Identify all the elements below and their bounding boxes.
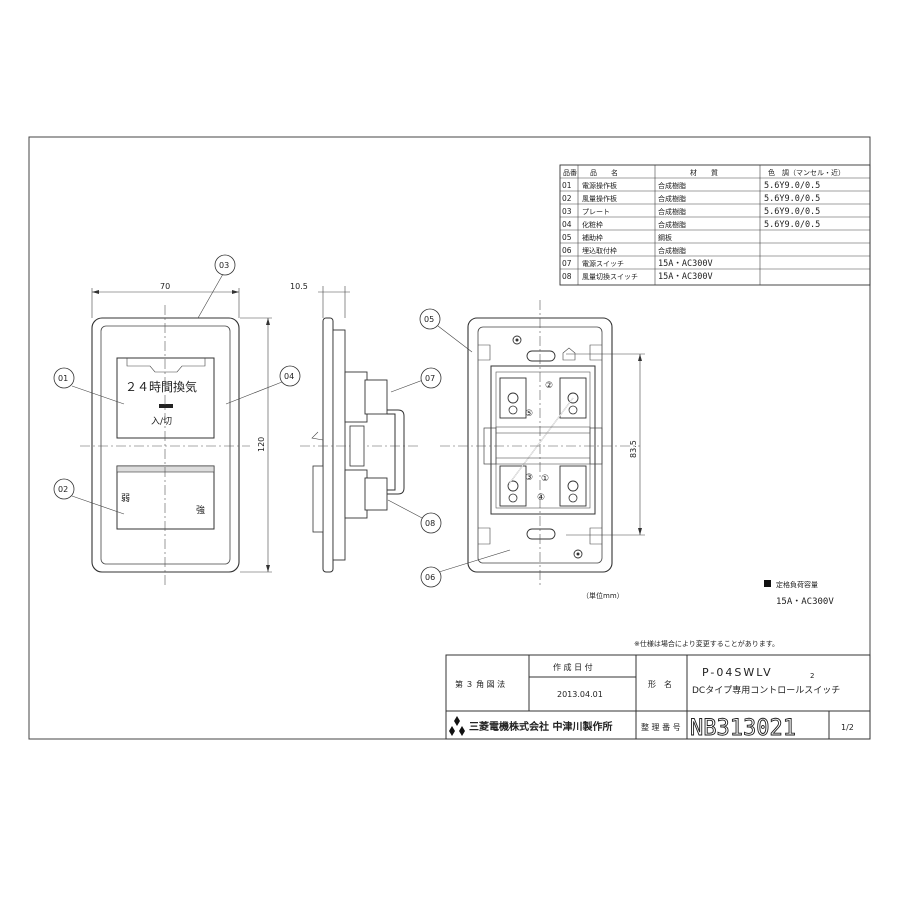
callout-06: 06 bbox=[425, 573, 435, 582]
callout-04: 04 bbox=[284, 372, 294, 381]
row-name: 補助枠 bbox=[582, 233, 603, 242]
terminal-4: ④ bbox=[537, 493, 545, 503]
switch-24h-label: ２４時間換気 bbox=[125, 379, 197, 394]
product-description: DCタイプ専用コントロールスイッチ bbox=[692, 684, 840, 696]
callout-07: 07 bbox=[425, 374, 435, 383]
callout-08: 08 bbox=[425, 519, 435, 528]
rating-title: 定格負荷容量 bbox=[776, 580, 818, 589]
row-name: 化粧枠 bbox=[582, 220, 603, 229]
model-label: 形 名 bbox=[648, 679, 672, 689]
row-material: 合成樹脂 bbox=[658, 220, 686, 229]
dim-depth: 10.5 bbox=[290, 282, 308, 291]
row-material: 15A・AC300V bbox=[658, 259, 713, 269]
row-color: 5.6Y9.0/0.5 bbox=[764, 220, 820, 230]
terminal-1: ① bbox=[541, 474, 549, 484]
switch-low-label: 弱 bbox=[121, 493, 130, 504]
header-no: 品番 bbox=[563, 169, 577, 177]
header-material: 材 質 bbox=[690, 168, 718, 177]
side-view: 10.5 bbox=[290, 282, 420, 573]
terminal-3: ③ bbox=[525, 473, 533, 483]
number-label: 整 理 番 号 bbox=[641, 722, 681, 732]
dim-width: 70 bbox=[160, 282, 170, 291]
projection-method: 第 ３ 角 図 法 bbox=[455, 679, 505, 689]
indicator-lamp bbox=[159, 404, 173, 408]
page-number: 1/2 bbox=[841, 723, 854, 732]
row-material: 合成樹脂 bbox=[658, 246, 686, 255]
row-name: 電源スイッチ bbox=[582, 259, 624, 268]
callout-03: 03 bbox=[219, 261, 229, 270]
callout-02: 02 bbox=[58, 485, 68, 494]
rating-marker bbox=[764, 580, 771, 587]
row-no: 02 bbox=[562, 194, 572, 203]
company-logo bbox=[449, 716, 465, 736]
dim-pitch: 83.5 bbox=[629, 440, 638, 458]
row-material: 15A・AC300V bbox=[658, 272, 713, 282]
switch-power-sublabel: 入/切 bbox=[151, 416, 172, 427]
row-color: 5.6Y9.0/0.5 bbox=[764, 207, 820, 217]
model-subscript: 2 bbox=[810, 672, 814, 680]
parts-table: 品番 品 名 材 質 色 調（マンセル・近） 01 電源操作板 合成樹脂 5.6… bbox=[559, 164, 871, 286]
row-name: 風量操作板 bbox=[582, 194, 617, 203]
row-name: 電源操作板 bbox=[582, 181, 617, 190]
header-color: 色 調（マンセル・近） bbox=[768, 168, 845, 177]
row-no: 04 bbox=[562, 220, 572, 229]
row-no: 01 bbox=[562, 181, 572, 190]
row-material: 合成樹脂 bbox=[658, 194, 686, 203]
spec-note: ※仕様は場合により変更することがあります。 bbox=[634, 639, 779, 648]
row-material: 合成樹脂 bbox=[658, 207, 686, 216]
row-color: 5.6Y9.0/0.5 bbox=[764, 181, 820, 191]
model-number: P-04SWLV bbox=[702, 666, 773, 679]
row-no: 05 bbox=[562, 233, 572, 242]
callout-05: 05 bbox=[424, 315, 434, 324]
row-name: 埋込取付枠 bbox=[582, 246, 617, 255]
callouts: 03 01 04 02 07 08 05 06 bbox=[53, 254, 511, 588]
row-no: 07 bbox=[562, 259, 572, 268]
callout-01: 01 bbox=[58, 374, 68, 383]
row-material: 合成樹脂 bbox=[658, 181, 686, 190]
row-name: プレート bbox=[582, 208, 610, 216]
unit-note: （単位mm） bbox=[582, 591, 624, 600]
dim-height: 120 bbox=[257, 437, 266, 452]
row-color: 5.6Y9.0/0.5 bbox=[764, 194, 820, 204]
header-name: 品 名 bbox=[590, 168, 618, 177]
date-value: 2013.04.01 bbox=[557, 690, 603, 699]
company-name: 三菱電機株式会社 中津川製作所 bbox=[469, 720, 612, 733]
switch-high-label: 強 bbox=[196, 504, 205, 516]
front-view: 70 120 ２４時間換気 入/切 弱 強 bbox=[80, 282, 272, 585]
terminal-2: ② bbox=[545, 381, 553, 391]
row-material: 鋼板 bbox=[658, 233, 672, 242]
date-label: 作 成 日 付 bbox=[553, 662, 593, 672]
drawing-number: NB313021 bbox=[690, 716, 796, 741]
rating-value: 15A・AC300V bbox=[776, 597, 834, 607]
terminal-5: ⑤ bbox=[525, 409, 533, 419]
row-name: 風量切換スイッチ bbox=[582, 272, 638, 281]
back-view: ② ⑤ ① ③ ④ 83.5 bbox=[440, 300, 645, 585]
title-block: 第 ３ 角 図 法 作 成 日 付 2013.04.01 形 名 P-04SWL… bbox=[445, 654, 871, 741]
row-no: 03 bbox=[562, 207, 572, 216]
row-no: 08 bbox=[562, 272, 572, 281]
row-no: 06 bbox=[562, 246, 572, 255]
